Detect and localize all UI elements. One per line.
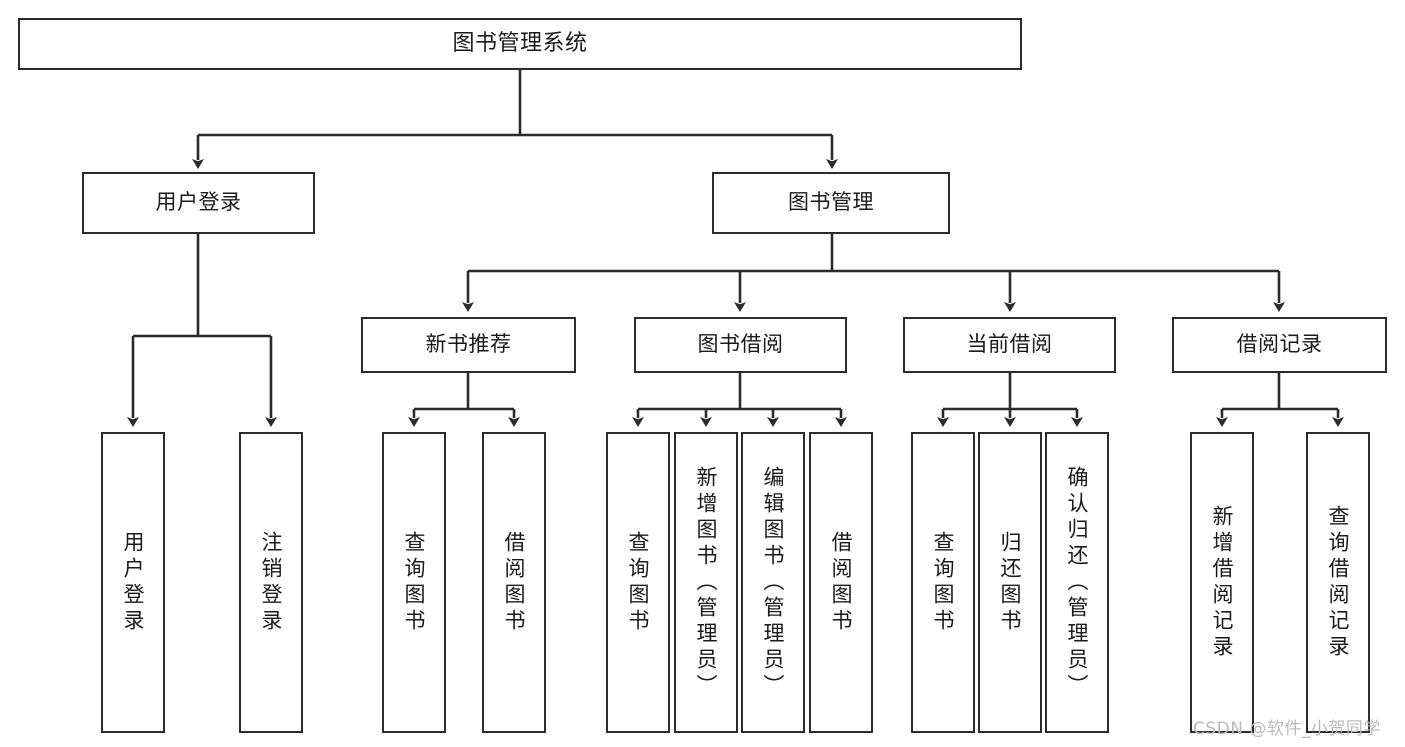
node-root-book-management-system[interactable]: 图书管理系统 xyxy=(18,18,1022,70)
node-label: 图书管理 xyxy=(788,190,874,215)
leaf-query-book-current[interactable]: 查询图书 xyxy=(911,432,975,733)
node-book-borrow[interactable]: 图书借阅 xyxy=(634,317,847,373)
node-current-borrow[interactable]: 当前借阅 xyxy=(903,317,1116,373)
leaf-query-borrow-record[interactable]: 查询借阅记录 xyxy=(1306,432,1370,733)
leaf-borrow-book[interactable]: 借阅图书 xyxy=(809,432,873,733)
leaf-return-book[interactable]: 归还图书 xyxy=(978,432,1042,733)
leaf-confirm-return-admin[interactable]: 确认归还（管理员） xyxy=(1045,432,1109,733)
leaf-query-book-borrow[interactable]: 查询图书 xyxy=(606,432,670,733)
node-label: 新增借阅记录 xyxy=(1210,504,1235,661)
leaf-add-borrow-record[interactable]: 新增借阅记录 xyxy=(1190,432,1254,733)
node-label: 查询借阅记录 xyxy=(1326,504,1351,661)
node-label: 新书推荐 xyxy=(425,332,512,357)
leaf-query-book-newbook[interactable]: 查询图书 xyxy=(382,432,446,733)
node-label: 当前借阅 xyxy=(966,332,1053,357)
node-borrow-records[interactable]: 借阅记录 xyxy=(1172,317,1387,373)
node-label: 图书借阅 xyxy=(697,332,784,357)
node-new-book-recommend[interactable]: 新书推荐 xyxy=(361,317,576,373)
leaf-user-login[interactable]: 用户登录 xyxy=(101,432,165,733)
node-label: 查询图书 xyxy=(626,530,651,635)
node-book-management[interactable]: 图书管理 xyxy=(712,172,950,234)
node-label: 用户登录 xyxy=(121,530,146,635)
node-label: 图书管理系统 xyxy=(452,30,588,56)
node-label: 查询图书 xyxy=(931,530,956,635)
leaf-logout-login[interactable]: 注销登录 xyxy=(239,432,303,733)
node-label: 确认归还（管理员） xyxy=(1065,465,1090,700)
node-label: 用户登录 xyxy=(155,190,242,215)
csdn-watermark: CSDN @软件_小贺同学 xyxy=(1193,719,1381,739)
node-label: 注销登录 xyxy=(259,530,284,635)
node-label: 归还图书 xyxy=(998,530,1023,635)
node-label: 借阅记录 xyxy=(1236,332,1323,357)
node-user-login[interactable]: 用户登录 xyxy=(82,172,315,234)
leaf-borrow-book-newbook[interactable]: 借阅图书 xyxy=(482,432,546,733)
node-label: 借阅图书 xyxy=(829,530,854,635)
node-label: 查询图书 xyxy=(402,530,427,635)
leaf-add-book-admin[interactable]: 新增图书（管理员） xyxy=(674,432,738,733)
node-label: 新增图书（管理员） xyxy=(694,465,719,700)
node-label: 借阅图书 xyxy=(502,530,527,635)
node-label: 编辑图书（管理员） xyxy=(761,465,786,700)
leaf-edit-book-admin[interactable]: 编辑图书（管理员） xyxy=(741,432,805,733)
